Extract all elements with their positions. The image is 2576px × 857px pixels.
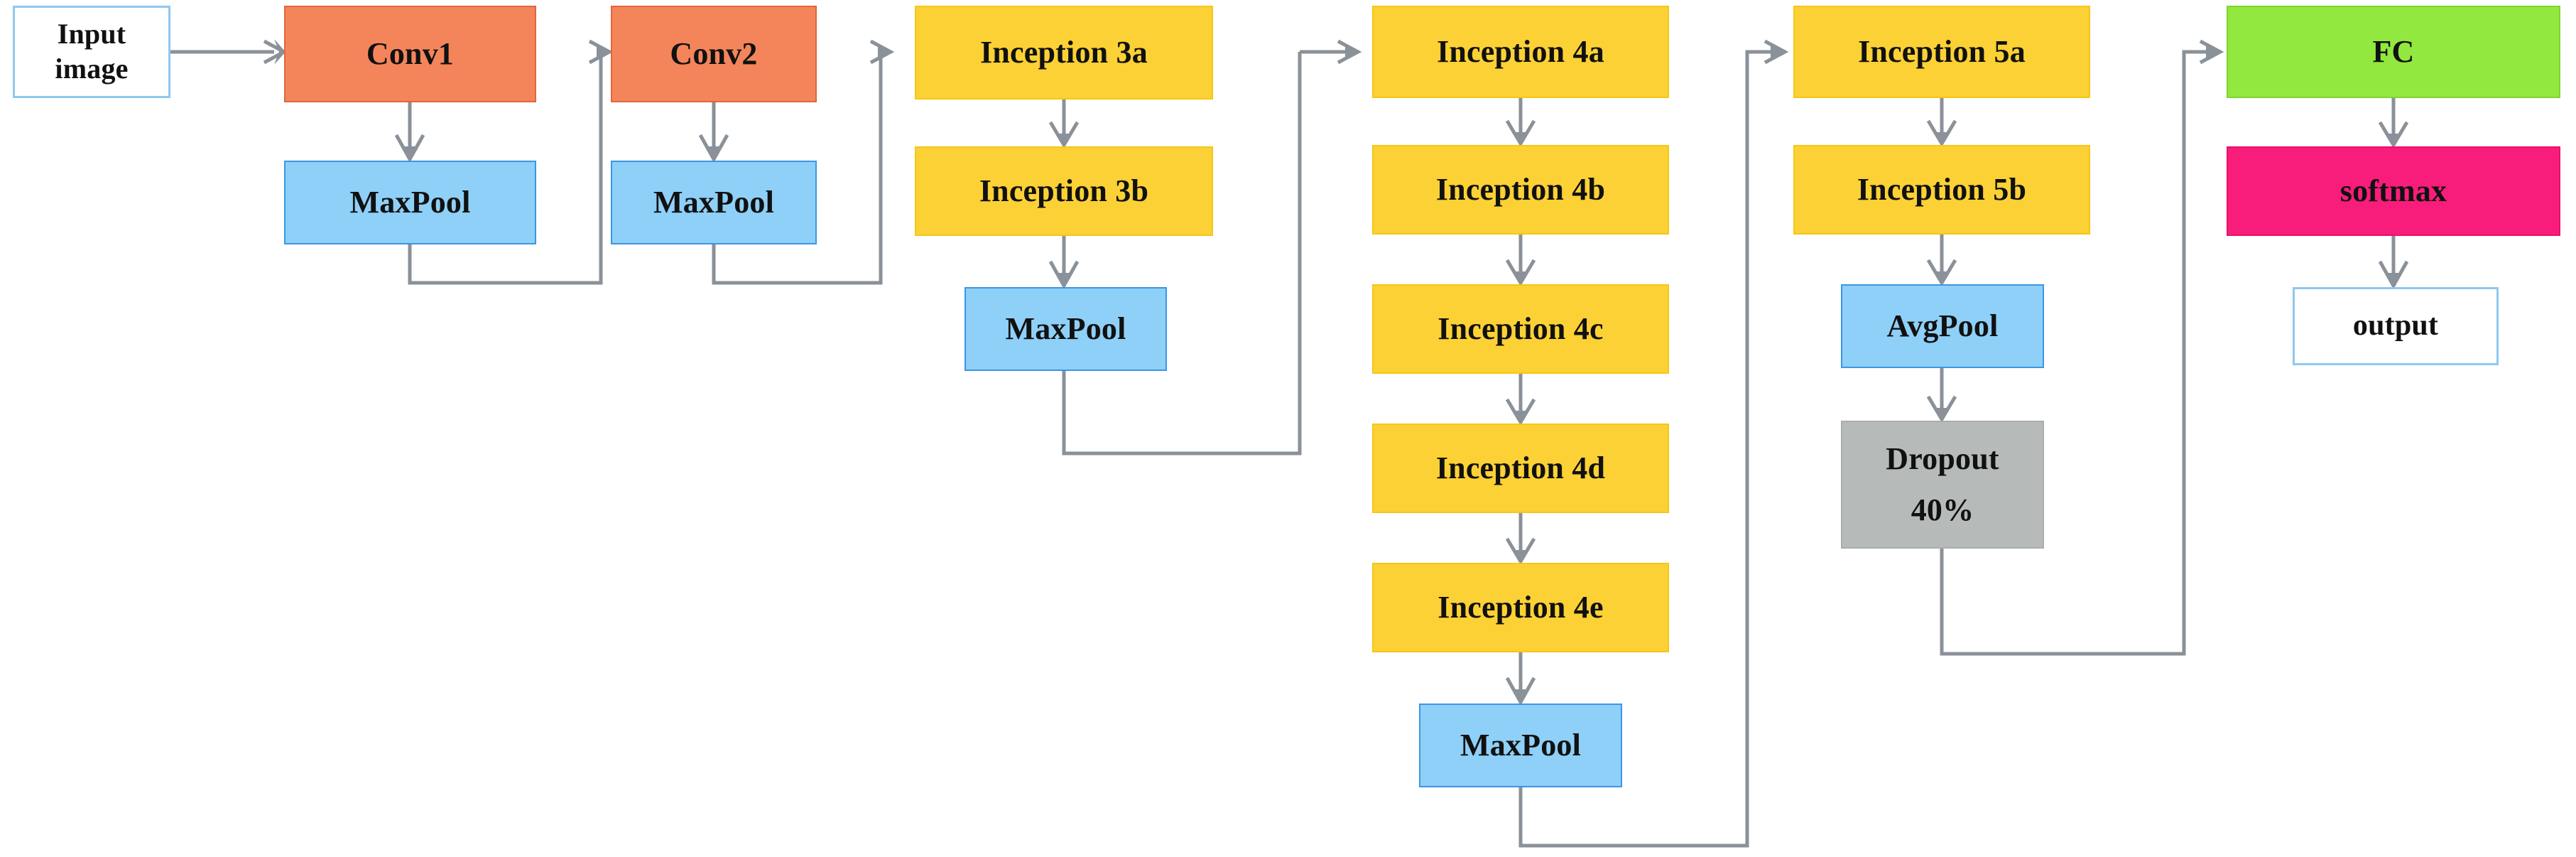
edge-inception4b-to-inception4c	[1505, 235, 1536, 286]
node-conv1-label: Conv1	[366, 36, 455, 72]
node-maxpool3-label: MaxPool	[1005, 311, 1126, 347]
node-inception-4a: Inception 4a	[1372, 6, 1669, 98]
node-conv1: Conv1	[284, 6, 536, 102]
node-inception-5b-label: Inception 5b	[1857, 172, 2027, 207]
node-dropout: Dropout 40%	[1841, 421, 2044, 549]
node-input-image: Input image	[13, 6, 170, 98]
node-inception-3a: Inception 3a	[915, 6, 1213, 99]
edge-input-to-conv1	[170, 39, 288, 65]
node-inception-3a-label: Inception 3a	[980, 35, 1148, 70]
node-inception-4a-label: Inception 4a	[1437, 34, 1604, 70]
node-dropout-label-1: Dropout	[1886, 441, 1999, 477]
edge-inception4e-to-maxpool4	[1505, 652, 1536, 706]
node-maxpool2-label: MaxPool	[653, 185, 775, 220]
node-inception-4d: Inception 4d	[1372, 424, 1669, 513]
node-inception-4c-label: Inception 4c	[1438, 311, 1604, 347]
node-maxpool3: MaxPool	[964, 287, 1167, 371]
edge-conv2-to-maxpool2	[698, 102, 729, 163]
node-conv2-label: Conv2	[670, 36, 758, 72]
node-inception-4c: Inception 4c	[1372, 284, 1669, 374]
node-maxpool4: MaxPool	[1419, 704, 1622, 787]
node-output-label: output	[2352, 309, 2439, 343]
node-inception-3b-label: Inception 3b	[979, 173, 1149, 209]
node-inception-4e-label: Inception 4e	[1438, 590, 1604, 625]
edge-avgpool-to-dropout	[1926, 368, 1957, 423]
node-conv2: Conv2	[611, 6, 817, 102]
node-maxpool2: MaxPool	[611, 161, 817, 244]
edge-softmax-to-output	[2378, 236, 2409, 290]
node-maxpool4-label: MaxPool	[1460, 728, 1582, 763]
node-avgpool: AvgPool	[1841, 284, 2044, 368]
edge-inception4a-to-inception4b	[1505, 98, 1536, 147]
node-inception-5a-label: Inception 5a	[1858, 34, 2026, 70]
node-input-image-label-2: image	[55, 53, 129, 85]
node-avgpool-label: AvgPool	[1886, 308, 1999, 344]
node-inception-4b-label: Inception 4b	[1435, 172, 1606, 207]
node-output: output	[2293, 287, 2499, 365]
edge-inception4d-to-inception4e	[1505, 513, 1536, 565]
edge-inception4c-to-inception4d	[1505, 374, 1536, 426]
node-maxpool1-label: MaxPool	[349, 185, 471, 220]
edge-inception5b-to-avgpool	[1926, 235, 1957, 286]
node-inception-4b: Inception 4b	[1372, 145, 1669, 235]
node-inception-3b: Inception 3b	[915, 146, 1213, 236]
node-inception-5b: Inception 5b	[1793, 145, 2090, 235]
node-inception-5a: Inception 5a	[1793, 6, 2090, 98]
edge-conv1-to-maxpool1	[394, 102, 425, 163]
edge-maxpool3-to-inception4a	[1062, 39, 1362, 456]
node-softmax-label: softmax	[2339, 173, 2447, 209]
node-fc-label: FC	[2372, 34, 2415, 70]
node-inception-4e: Inception 4e	[1372, 563, 1669, 652]
edge-inception5a-to-inception5b	[1926, 98, 1957, 147]
node-input-image-label-1: Input	[57, 18, 126, 50]
edge-fc-to-softmax	[2378, 98, 2409, 149]
edge-inception3b-to-maxpool3	[1048, 236, 1080, 290]
node-inception-4d-label: Inception 4d	[1435, 451, 1606, 486]
node-maxpool1: MaxPool	[284, 161, 536, 244]
node-dropout-label-2: 40%	[1911, 492, 1974, 527]
node-softmax: softmax	[2227, 146, 2560, 236]
edge-inception3a-to-inception3b	[1048, 99, 1080, 149]
node-fc: FC	[2227, 6, 2560, 98]
